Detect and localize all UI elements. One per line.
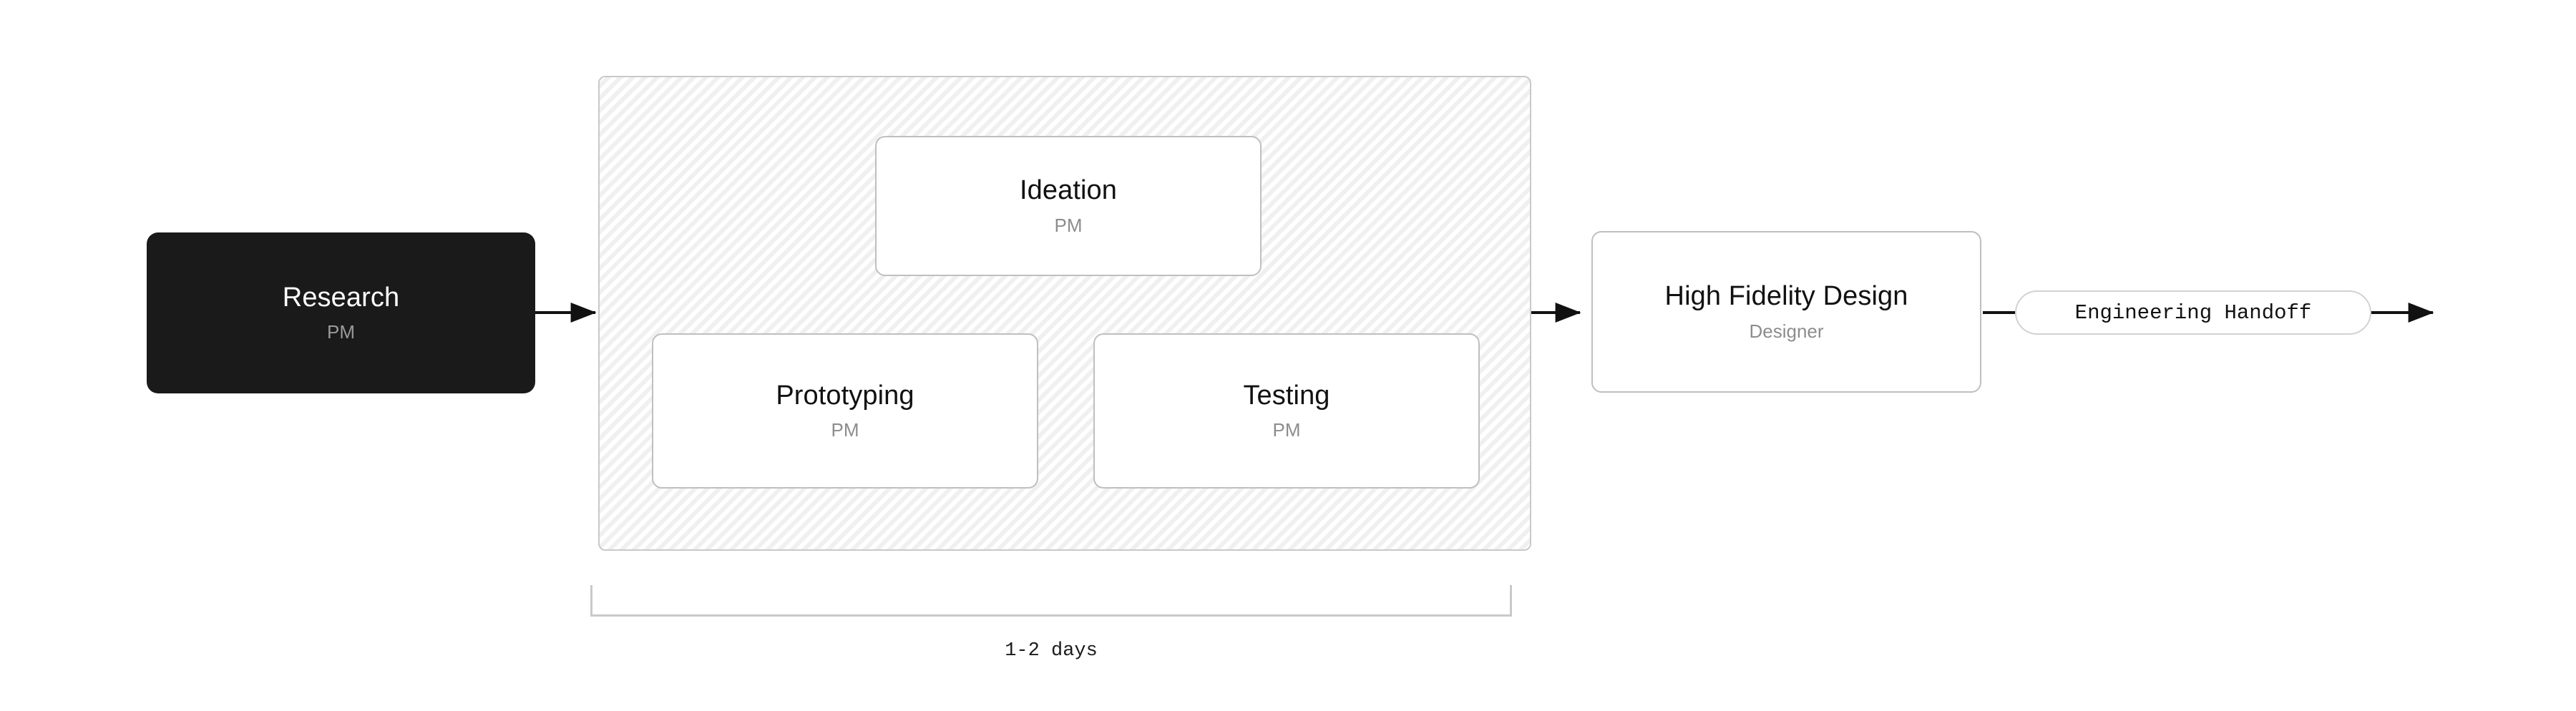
node-high-fidelity-design[interactable]: High Fidelity Design Designer xyxy=(1591,231,1981,393)
pill-engineering-handoff[interactable]: Engineering Handoff xyxy=(2015,290,2371,335)
node-high-fidelity-design-subtitle: Designer xyxy=(1749,320,1824,342)
pill-engineering-handoff-label: Engineering Handoff xyxy=(2074,300,2312,325)
node-prototyping[interactable]: Prototyping PM xyxy=(652,333,1038,489)
node-ideation[interactable]: Ideation PM xyxy=(875,136,1262,276)
duration-bracket-label: 1-2 days xyxy=(1005,640,1098,662)
node-research-subtitle: PM xyxy=(327,321,355,343)
duration-bracket xyxy=(590,585,1512,617)
node-testing-title: Testing xyxy=(1243,380,1330,411)
node-prototyping-title: Prototyping xyxy=(776,380,914,411)
node-prototyping-subtitle: PM xyxy=(831,419,859,441)
node-research[interactable]: Research PM xyxy=(147,232,535,393)
node-ideation-title: Ideation xyxy=(1019,175,1118,206)
node-research-title: Research xyxy=(282,282,400,313)
node-testing-subtitle: PM xyxy=(1272,419,1301,441)
node-testing[interactable]: Testing PM xyxy=(1093,333,1480,489)
node-ideation-subtitle: PM xyxy=(1054,214,1083,236)
node-high-fidelity-design-title: High Fidelity Design xyxy=(1664,281,1908,312)
